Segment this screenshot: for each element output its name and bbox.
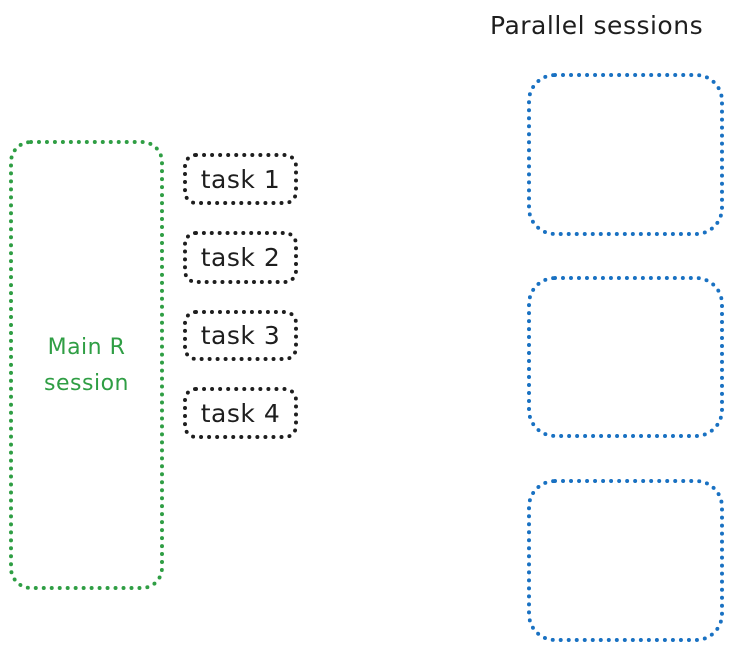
task-box-3: task 3 <box>183 310 298 361</box>
task-label-1: task 1 <box>200 164 281 194</box>
main-r-session-box: Main R session <box>9 140 164 590</box>
parallel-session-box-2 <box>527 276 724 438</box>
parallel-sessions-title: Parallel sessions <box>490 11 704 40</box>
task-box-1: task 1 <box>183 153 298 205</box>
parallel-session-box-1 <box>527 73 724 236</box>
task-box-2: task 2 <box>183 231 298 284</box>
task-label-3: task 3 <box>200 321 281 350</box>
main-r-session-label: Main R session <box>44 335 129 396</box>
task-label-2: task 2 <box>200 243 281 272</box>
task-box-4: task 4 <box>183 387 298 439</box>
parallel-session-box-3 <box>527 479 724 642</box>
task-label-4: task 4 <box>200 398 281 428</box>
